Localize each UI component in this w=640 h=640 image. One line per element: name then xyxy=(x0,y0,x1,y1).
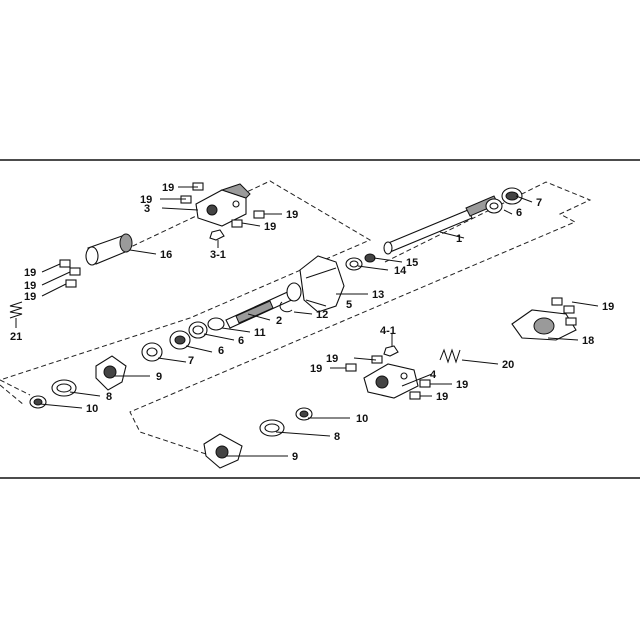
bevel-gear xyxy=(299,255,345,313)
callout-19l: 19 xyxy=(436,391,448,403)
upper-bracket-housing xyxy=(195,183,251,227)
snap-ring-12 xyxy=(279,301,293,313)
bolt-right-1 xyxy=(551,297,563,306)
callout-19h: 19 xyxy=(602,301,614,313)
spring-20 xyxy=(439,348,461,364)
callout-7b: 7 xyxy=(188,355,194,367)
bearing-6b xyxy=(169,330,191,350)
callout-8b: 8 xyxy=(334,431,340,443)
bolt-mid-4 xyxy=(409,391,421,400)
oil-seal-top xyxy=(501,187,523,205)
washer-10-lower xyxy=(295,407,313,421)
callout-5: 5 xyxy=(346,299,352,311)
spring-21 xyxy=(9,301,23,319)
callout-19d: 19 xyxy=(264,221,276,233)
callout-3-1: 3-1 xyxy=(210,249,226,261)
callout-19i: 19 xyxy=(326,353,338,365)
leader-lines xyxy=(15,186,599,457)
seal-6a xyxy=(188,321,208,339)
bolt-left-3 xyxy=(65,279,77,288)
callout-3: 3 xyxy=(144,203,150,215)
retainer-4-1 xyxy=(383,345,399,357)
callout-19c: 19 xyxy=(286,209,298,221)
flange-upper xyxy=(95,355,127,391)
washer-8-lower xyxy=(259,419,285,437)
bolt-mid-3 xyxy=(419,379,431,388)
bolt-top-4 xyxy=(231,219,243,228)
bolt-right-3 xyxy=(565,317,577,326)
callout-6a: 6 xyxy=(516,207,522,219)
callout-4-1: 4-1 xyxy=(380,325,396,337)
bolt-left-2 xyxy=(69,267,81,276)
callout-9a: 9 xyxy=(156,371,162,383)
cylinder-housing xyxy=(85,233,133,266)
callout-19k: 19 xyxy=(456,379,468,391)
callout-11: 11 xyxy=(254,327,266,339)
lower-bracket-housing xyxy=(363,363,419,399)
bearing-7 xyxy=(141,342,163,362)
washer-11 xyxy=(207,317,225,331)
callout-19a: 19 xyxy=(162,182,174,194)
callout-4: 4 xyxy=(430,369,437,381)
callout-12: 12 xyxy=(316,309,328,321)
callout-6b: 6 xyxy=(218,345,224,357)
bolt-top-3 xyxy=(253,210,265,219)
callout-18: 18 xyxy=(582,335,594,347)
callout-19g: 19 xyxy=(24,291,36,303)
callout-6c: 6 xyxy=(238,335,244,347)
bolt-left-1 xyxy=(59,259,71,268)
flange-lower xyxy=(203,433,243,469)
nut-15 xyxy=(364,253,376,263)
callout-21: 21 xyxy=(10,331,22,343)
main-shaft xyxy=(225,289,297,329)
callout-19b: 19 xyxy=(140,194,152,206)
washer-14 xyxy=(345,257,363,271)
callout-20: 20 xyxy=(502,359,514,371)
callout-15: 15 xyxy=(406,257,418,269)
callout-13: 13 xyxy=(372,289,384,301)
callout-10b: 10 xyxy=(356,413,368,425)
callout-2: 2 xyxy=(276,315,282,327)
upper-assembly-outline-left xyxy=(0,379,31,396)
callout-7a: 7 xyxy=(536,197,542,209)
callout-1: 1 xyxy=(456,233,462,245)
callout-8a: 8 xyxy=(106,391,112,403)
callout-19e: 19 xyxy=(24,267,36,279)
callout-19f: 19 xyxy=(24,280,36,292)
bolt-mid-2 xyxy=(345,363,357,372)
lower-assembly-outline-left xyxy=(0,384,25,406)
callout-19j: 19 xyxy=(310,363,322,375)
bolt-right-2 xyxy=(563,305,575,314)
long-drive-shaft xyxy=(383,195,499,255)
washer-8-upper xyxy=(51,379,77,397)
callout-14: 14 xyxy=(394,265,407,277)
retainer-3-1 xyxy=(209,229,225,241)
right-cover-housing xyxy=(511,309,577,341)
callout-9b: 9 xyxy=(292,451,298,463)
right-assembly-outline xyxy=(129,181,592,463)
callout-10a: 10 xyxy=(86,403,98,415)
callout-16: 16 xyxy=(160,249,172,261)
bearing-top xyxy=(485,198,503,214)
washer-10-upper xyxy=(29,395,47,409)
gear-bearing xyxy=(286,282,302,302)
